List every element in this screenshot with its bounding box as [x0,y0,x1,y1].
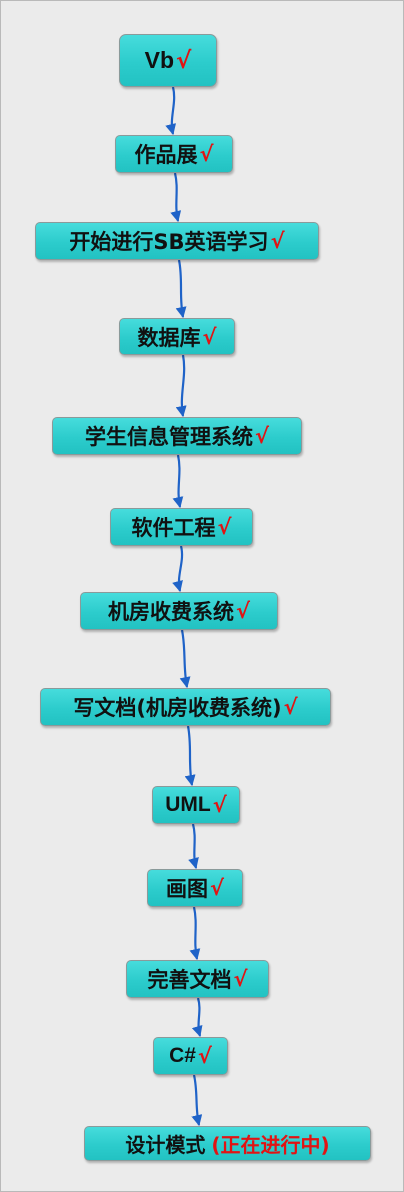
connector-arrow [175,259,187,319]
check-mark-icon: √ [212,793,227,817]
in-progress-status: (正在进行中) [211,1133,330,1157]
step-label: 完善文档 [147,968,232,992]
step-label: 数据库 [137,325,201,350]
step-label: 软件工程 [131,516,216,540]
step-node-software-engineering[interactable]: 软件工程√ [110,508,253,546]
check-mark-icon: √ [283,695,298,719]
step-node-english-study[interactable]: 开始进行SB英语学习√ [35,222,319,260]
check-mark-icon: √ [233,967,248,991]
connector-arrow [179,629,191,689]
step-label: 学生信息管理系统 [84,425,253,449]
step-node-student-system[interactable]: 学生信息管理系统√ [52,417,302,455]
check-mark-icon: √ [209,876,224,900]
check-mark-icon: √ [197,1044,212,1068]
check-mark-icon: √ [199,142,214,166]
connector-arrow [191,997,203,1038]
step-node-improve-docs[interactable]: 完善文档√ [126,960,269,998]
step-label: 开始进行SB英语学习 [69,230,269,254]
step-node-billing-system[interactable]: 机房收费系统√ [80,592,278,630]
step-node-vb[interactable]: Vb√ [119,34,217,87]
connector-arrow [175,354,187,418]
step-label: Vb [144,47,175,73]
step-label: 设计模式 [125,1133,206,1157]
check-mark-icon: √ [176,47,192,74]
connector-arrow [165,86,177,136]
step-label: UML [165,793,211,816]
step-label: 画图 [165,877,208,901]
step-node-uml[interactable]: UML√ [152,786,240,824]
step-node-write-docs[interactable]: 写文档(机房收费系统)√ [40,688,331,726]
step-label: 机房收费系统 [107,600,234,624]
check-mark-icon: √ [202,324,217,349]
connector-arrow [172,454,184,509]
connector-arrow [188,823,199,870]
step-label: 写文档(机房收费系统) [73,696,282,720]
step-label: C# [169,1044,196,1067]
step-node-csharp[interactable]: C# √ [153,1037,228,1075]
check-mark-icon: √ [217,515,232,539]
connector-arrow [189,906,201,961]
step-label: 作品展 [134,143,198,167]
step-node-works-exhibition[interactable]: 作品展√ [115,135,233,173]
connector-arrow [184,725,196,787]
step-node-database[interactable]: 数据库√ [119,318,235,355]
step-node-drawing[interactable]: 画图 √ [147,869,243,907]
connector-arrow [172,545,184,593]
step-node-design-patterns[interactable]: 设计模式 (正在进行中) [84,1126,371,1161]
check-mark-icon: √ [235,599,250,623]
connector-arrow [170,172,182,223]
check-mark-icon: √ [270,229,285,253]
check-mark-icon: √ [254,424,269,448]
connector-arrow [191,1074,203,1127]
